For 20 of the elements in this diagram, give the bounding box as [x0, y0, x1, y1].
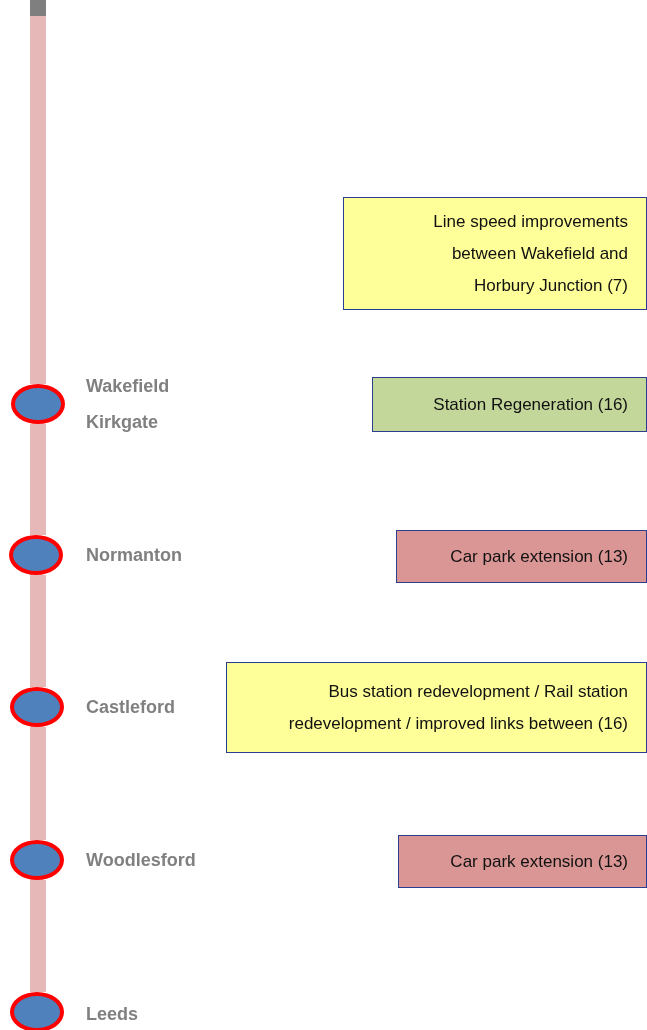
project-box: Station Regeneration (16) — [372, 377, 647, 432]
station-name: Woodlesford — [86, 849, 196, 872]
station-name: Castleford — [86, 696, 176, 719]
station-circle — [11, 384, 65, 424]
project-box: Bus station redevelopment / Rail station redevelopment / improved links between (16) — [226, 662, 647, 753]
project-box: Car park extension (13) — [396, 530, 647, 583]
rail-line — [30, 727, 46, 840]
project-box: Line speed improvements between Wakefield and Horbury Junction (7) — [343, 197, 647, 310]
rail-line — [30, 424, 46, 535]
station-circle — [9, 535, 63, 575]
station-name: Leeds — [86, 1003, 140, 1026]
rail-line — [30, 575, 46, 687]
project-box: Car park extension (13) — [398, 835, 647, 888]
station-name: Wakefield Kirkgate — [86, 375, 171, 434]
station-circle — [10, 840, 64, 880]
rail-line — [30, 16, 46, 384]
rail-line — [30, 880, 46, 992]
station-circle — [10, 992, 64, 1030]
station-circle — [10, 687, 64, 727]
station-name: Normanton — [86, 544, 183, 567]
